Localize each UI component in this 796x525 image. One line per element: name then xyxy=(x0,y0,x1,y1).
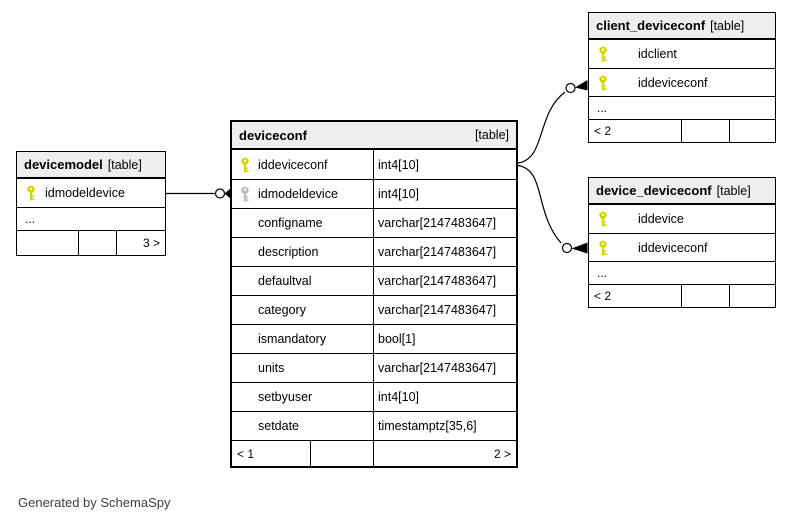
column-row-description: description varchar[2147483647] xyxy=(232,237,516,266)
column-row-iddeviceconf: iddeviceconf xyxy=(589,233,775,261)
footer-cell xyxy=(17,231,78,255)
table-client_deviceconf[interactable]: client_deviceconf [table] idclient xyxy=(588,12,776,143)
column-name: setdate xyxy=(258,419,300,433)
foreign-key-icon xyxy=(241,186,249,202)
connector-deviceconf-client_deviceconf xyxy=(517,80,588,164)
ellipsis-row: ... xyxy=(17,207,165,230)
table-client_deviceconf-header: client_deviceconf [table] xyxy=(589,13,775,40)
generated-by-note: Generated by SchemaSpy xyxy=(18,495,171,510)
column-name: iddevice xyxy=(638,212,684,226)
table-tag: [table] xyxy=(716,183,751,198)
column-row-setdate: setdate timestamptz[35,6] xyxy=(232,411,516,440)
primary-key-icon xyxy=(599,240,607,255)
column-row-iddevice: iddevice xyxy=(589,205,775,233)
ellipsis-text: ... xyxy=(25,212,36,226)
column-row-idmodeldevice: idmodeldevice int4[10] xyxy=(232,179,516,208)
table-device_deviceconf[interactable]: device_deviceconf [table] iddevice xyxy=(588,177,776,308)
column-name: iddeviceconf xyxy=(258,157,328,172)
column-type: varchar[2147483647] xyxy=(373,354,516,382)
footer-cell xyxy=(310,441,373,466)
column-row-iddeviceconf: iddeviceconf int4[10] xyxy=(232,150,516,179)
column-row-ismandatory: ismandatory bool[1] xyxy=(232,324,516,353)
column-name: ismandatory xyxy=(258,332,327,346)
footer-children-count: 2 > xyxy=(373,441,516,466)
primary-key-icon xyxy=(599,211,607,227)
column-type: varchar[2147483647] xyxy=(373,296,516,324)
primary-key-icon xyxy=(599,75,607,90)
column-row-idclient: idclient xyxy=(589,40,775,68)
ellipsis-text: ... xyxy=(597,101,608,115)
footer-cell xyxy=(78,231,116,255)
primary-key-icon xyxy=(27,185,35,201)
column-row-iddeviceconf: iddeviceconf xyxy=(589,68,775,96)
column-name: idmodeldevice xyxy=(258,187,338,201)
table-tag: [table] xyxy=(710,18,745,33)
column-name: iddeviceconf xyxy=(638,75,708,90)
footer-parents-count: < 1 xyxy=(237,446,255,461)
primary-key-icon xyxy=(599,46,607,62)
primary-key-icon xyxy=(241,157,249,172)
table-device_deviceconf-header: device_deviceconf [table] xyxy=(589,178,775,205)
column-name: units xyxy=(258,361,285,375)
column-row-idmodeldevice: idmodeldevice xyxy=(17,179,165,207)
footer-cell xyxy=(681,120,729,142)
table-devicemodel[interactable]: devicemodel [table] idmodeldevice ... 3 … xyxy=(16,151,166,256)
column-name: defaultval xyxy=(258,274,312,288)
table-tag: [table] xyxy=(474,128,509,142)
column-type: varchar[2147483647] xyxy=(373,267,516,295)
column-name: setbyuser xyxy=(258,390,313,404)
ellipsis-row: ... xyxy=(589,96,775,119)
column-name: iddeviceconf xyxy=(638,240,708,255)
footer-cell xyxy=(729,120,775,142)
column-row-category: category varchar[2147483647] xyxy=(232,295,516,324)
table-name: deviceconf xyxy=(239,127,307,143)
footer-children-count: 3 > xyxy=(116,231,165,255)
table-footer: < 2 xyxy=(589,119,775,142)
column-type: int4[10] xyxy=(373,180,516,208)
column-name: configname xyxy=(258,216,323,230)
footer-cell xyxy=(729,285,775,307)
column-type: int4[10] xyxy=(373,383,516,411)
column-type: bool[1] xyxy=(373,325,516,353)
footer-parents-count: < 2 xyxy=(594,124,612,138)
column-row-units: units varchar[2147483647] xyxy=(232,353,516,382)
column-row-setbyuser: setbyuser int4[10] xyxy=(232,382,516,411)
table-name: device_deviceconf xyxy=(596,183,712,198)
table-devicemodel-header: devicemodel [table] xyxy=(17,152,165,179)
table-footer: < 1 2 > xyxy=(232,440,516,466)
footer-cell xyxy=(681,285,729,307)
column-name: category xyxy=(258,303,306,317)
connector-deviceconf-device_deviceconf xyxy=(517,164,588,254)
column-type: varchar[2147483647] xyxy=(373,209,516,237)
ellipsis-text: ... xyxy=(597,266,608,280)
table-deviceconf-header: deviceconf [table] xyxy=(232,122,516,150)
ellipsis-row: ... xyxy=(589,261,775,284)
table-name: client_deviceconf xyxy=(596,18,706,33)
column-type: int4[10] xyxy=(373,150,516,179)
connector-devicemodel-deviceconf xyxy=(166,188,231,199)
table-footer: < 2 xyxy=(589,284,775,307)
column-type: timestamptz[35,6] xyxy=(373,412,516,440)
table-name: devicemodel xyxy=(24,157,103,172)
table-footer: 3 > xyxy=(17,230,165,255)
column-type: varchar[2147483647] xyxy=(373,238,516,266)
footer-parents-count: < 2 xyxy=(594,289,612,303)
column-name: description xyxy=(258,245,319,259)
column-row-configname: configname varchar[2147483647] xyxy=(232,208,516,237)
column-name: idclient xyxy=(638,47,677,61)
column-row-defaultval: defaultval varchar[2147483647] xyxy=(232,266,516,295)
column-name: idmodeldevice xyxy=(45,186,125,200)
table-deviceconf[interactable]: deviceconf [table] iddeviceconf int4[10] xyxy=(230,120,518,468)
table-tag: [table] xyxy=(107,157,142,172)
